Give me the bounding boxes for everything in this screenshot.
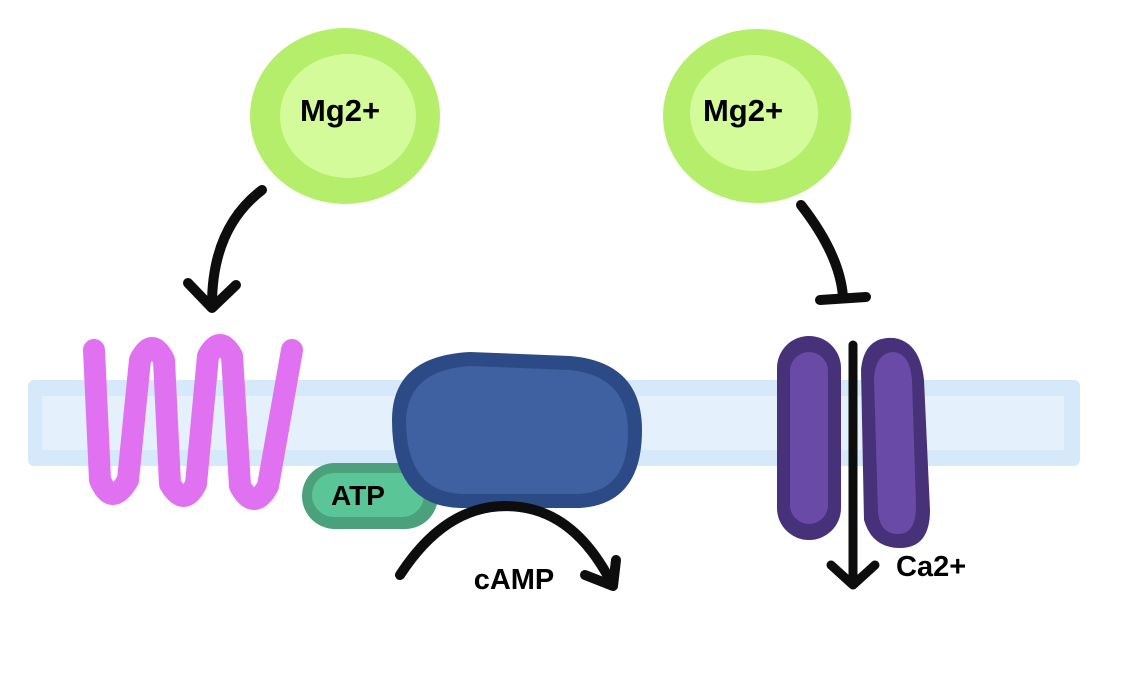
- conversion-arrow-shaft: [395, 501, 615, 585]
- conversion-arrow-head: [580, 555, 621, 591]
- inhibition-bar: [815, 292, 871, 305]
- activation-arrow-head: [183, 278, 241, 313]
- atp-label: ATP: [331, 480, 385, 511]
- inhibition-arrow: [796, 200, 871, 305]
- activation-arrow: [183, 185, 267, 313]
- channel-subunit-right-inner: [874, 352, 916, 534]
- camp-label: cAMP: [474, 564, 555, 596]
- calcium-channel: [777, 336, 930, 548]
- mg-ion-left-inner: [280, 54, 416, 178]
- adenylyl-cyclase: [392, 352, 642, 508]
- mg-ion-right: Mg2+: [663, 29, 851, 203]
- atp-inner: [312, 473, 424, 517]
- mg-ion-left: Mg2+: [250, 28, 440, 204]
- calcium-flow-arrow-head: [826, 560, 880, 590]
- activation-arrow-shaft: [207, 185, 267, 310]
- mg-ion-left-label: Mg2+: [300, 93, 380, 128]
- inhibition-arrow-shaft: [796, 200, 848, 302]
- mg-ion-right-label: Mg2+: [703, 93, 783, 128]
- gpcr-receptor: [83, 334, 303, 510]
- calcium-flow-arrow: [826, 340, 880, 590]
- conversion-arrow: [395, 501, 621, 591]
- atp-molecule: ATP: [302, 463, 438, 529]
- mg-ion-right-inner: [690, 55, 818, 171]
- adenylyl-cyclase-inner: [406, 366, 628, 494]
- ca-ion-label: Ca2+: [896, 551, 966, 583]
- channel-subunit-left-inner: [790, 352, 828, 524]
